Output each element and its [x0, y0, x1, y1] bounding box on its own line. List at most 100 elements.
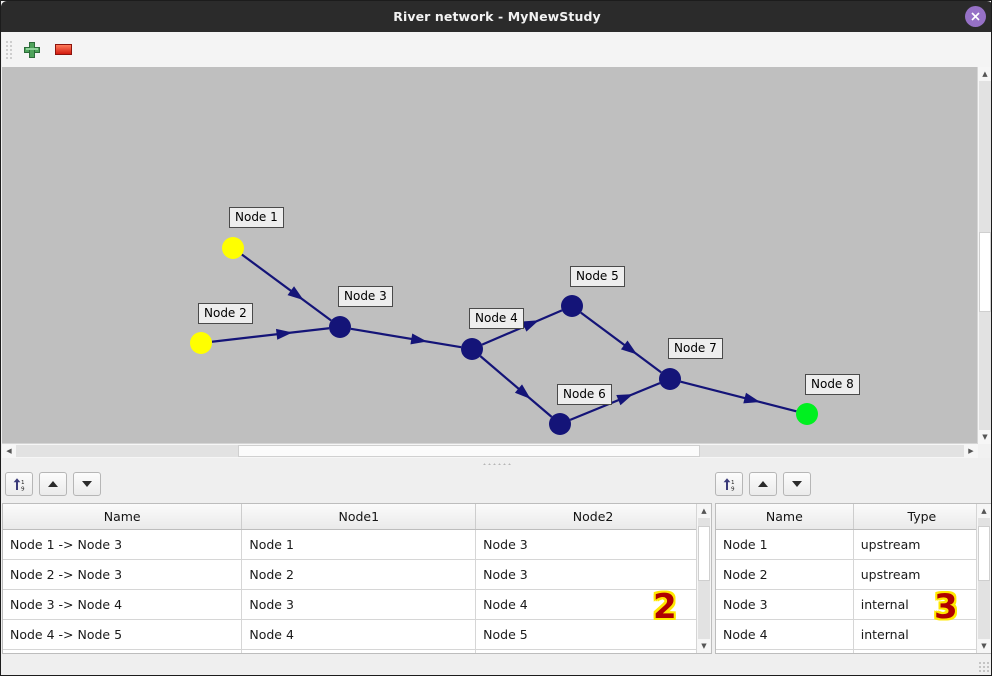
column-header-node2[interactable]: Node2	[475, 504, 711, 530]
table-cell[interactable]: Node 1	[716, 529, 854, 560]
table-cell[interactable]: Node 5	[475, 619, 711, 650]
column-header-node1[interactable]: Node1	[241, 504, 477, 530]
remove-node-button[interactable]	[50, 37, 76, 63]
table-cell[interactable]: Node 2	[716, 559, 854, 590]
graph-node-label-node-2[interactable]: Node 2	[198, 303, 253, 324]
table-cell[interactable]: Node 4	[716, 619, 854, 650]
table-cell[interactable]: Node 4 -> Node 5	[3, 619, 243, 650]
graph-edge[interactable]	[350, 327, 462, 349]
table-cell[interactable]: Node 1	[241, 529, 477, 560]
graph-node-node-1[interactable]	[222, 237, 244, 259]
table-cell[interactable]: Node 3	[241, 589, 477, 620]
plus-icon	[24, 41, 40, 58]
title-bar: River network - MyNewStudy	[1, 1, 991, 32]
reach-scroll-up-arrow-icon[interactable]: ▲	[701, 507, 707, 515]
close-window-button[interactable]	[965, 6, 986, 27]
scroll-left-arrow-icon[interactable]: ◀	[6, 447, 12, 455]
graph-node-label-node-5[interactable]: Node 5	[570, 266, 625, 287]
reach-table-vertical-scrollbar[interactable]: ▲ ▼	[696, 504, 711, 653]
node-move-up-button[interactable]	[749, 472, 777, 496]
table-row-empty[interactable]	[3, 649, 711, 653]
graph-node-node-6[interactable]	[549, 413, 571, 435]
graph-node-label-node-8[interactable]: Node 8	[805, 374, 860, 395]
graph-edge[interactable]	[211, 327, 330, 343]
node-table-vertical-scrollbar[interactable]: ▲ ▼	[976, 504, 991, 653]
panel-splitter[interactable]	[2, 458, 991, 469]
node-scroll-up-arrow-icon[interactable]: ▲	[981, 507, 987, 515]
graph-edge[interactable]	[241, 253, 332, 322]
table-cell[interactable]: upstream	[853, 559, 991, 590]
add-node-button[interactable]	[19, 37, 45, 63]
graph-node-node-3[interactable]	[329, 316, 351, 338]
graph-node-label-node-3[interactable]: Node 3	[338, 286, 393, 307]
table-cell[interactable]: Node 2 -> Node 3	[3, 559, 243, 590]
table-cell-empty[interactable]	[3, 649, 243, 653]
table-cell[interactable]: Node 4	[475, 589, 711, 620]
reach-move-down-button[interactable]	[73, 472, 101, 496]
table-cell[interactable]: Node 2	[241, 559, 477, 590]
column-header-name[interactable]: Name	[3, 504, 243, 530]
graph-vscroll-thumb[interactable]	[979, 232, 991, 312]
table-cell-empty[interactable]	[475, 649, 711, 653]
graph-node-label-node-4[interactable]: Node 4	[469, 308, 524, 329]
table-cell[interactable]: Node 3	[716, 589, 854, 620]
sort-ascending-icon: 1 9	[13, 477, 25, 492]
table-cell[interactable]: upstream	[853, 529, 991, 560]
graph-vertical-scrollbar[interactable]: ▲ ▼	[977, 67, 991, 444]
table-cell[interactable]: Node 3 -> Node 4	[3, 589, 243, 620]
table-cell-empty[interactable]	[853, 649, 991, 653]
network-graph-canvas[interactable]: Node 1 Node 2 Node 3 Node 4 Node 5 Node 6 Node…	[2, 67, 978, 442]
graph-node-node-8[interactable]	[796, 403, 818, 425]
node-table-toolbar: 1 9	[715, 472, 811, 498]
graph-node-node-5[interactable]	[561, 295, 583, 317]
graph-horizontal-scrollbar[interactable]: ◀ ▶	[2, 443, 978, 458]
graph-node-label-node-1[interactable]: Node 1	[229, 207, 284, 228]
reach-sort-button[interactable]: 1 9	[5, 472, 33, 496]
table-cell[interactable]: Node 1 -> Node 3	[3, 529, 243, 560]
graph-node-node-7[interactable]	[659, 368, 681, 390]
network-graph-panel[interactable]: Node 1 Node 2 Node 3 Node 4 Node 5 Node 6 Node…	[2, 67, 991, 458]
reach-scroll-down-arrow-icon[interactable]: ▼	[701, 642, 707, 650]
table-cell[interactable]: Node 4	[241, 619, 477, 650]
column-header-type[interactable]: Type	[853, 504, 991, 530]
scroll-right-arrow-icon[interactable]: ▶	[968, 447, 974, 455]
table-cell[interactable]: Node 3	[475, 559, 711, 590]
window-resize-grip[interactable]	[978, 661, 989, 672]
reach-move-up-button[interactable]	[39, 472, 67, 496]
node-sort-button[interactable]: 1 9	[715, 472, 743, 496]
table-row-empty[interactable]	[716, 649, 991, 653]
graph-node-node-2[interactable]	[190, 332, 212, 354]
table-cell[interactable]: Node 3	[475, 529, 711, 560]
table-cell[interactable]: internal	[853, 589, 991, 620]
table-cell[interactable]: internal	[853, 619, 991, 650]
reach-vscroll-thumb[interactable]	[698, 526, 710, 581]
graph-edge[interactable]	[580, 311, 662, 374]
graph-edge[interactable]	[569, 382, 661, 421]
node-vscroll-thumb[interactable]	[978, 526, 990, 581]
table-cell-empty[interactable]	[716, 649, 854, 653]
scroll-down-arrow-icon[interactable]: ▼	[982, 433, 988, 441]
graph-hscroll-thumb[interactable]	[238, 445, 700, 457]
column-header-name[interactable]: Name	[716, 504, 854, 530]
graph-node-label-node-6[interactable]: Node 6	[557, 384, 612, 405]
graph-node-node-4[interactable]	[461, 338, 483, 360]
graph-edge[interactable]	[680, 380, 797, 413]
graph-edge[interactable]	[479, 355, 553, 418]
graph-node-label-node-7[interactable]: Node 7	[668, 338, 723, 359]
scroll-up-arrow-icon[interactable]: ▲	[982, 70, 988, 78]
node-scroll-down-arrow-icon[interactable]: ▼	[981, 642, 987, 650]
table-cell-empty[interactable]	[241, 649, 477, 653]
triangle-down-icon	[792, 481, 802, 487]
node-move-down-button[interactable]	[783, 472, 811, 496]
toolbar-drag-handle[interactable]	[5, 39, 14, 60]
